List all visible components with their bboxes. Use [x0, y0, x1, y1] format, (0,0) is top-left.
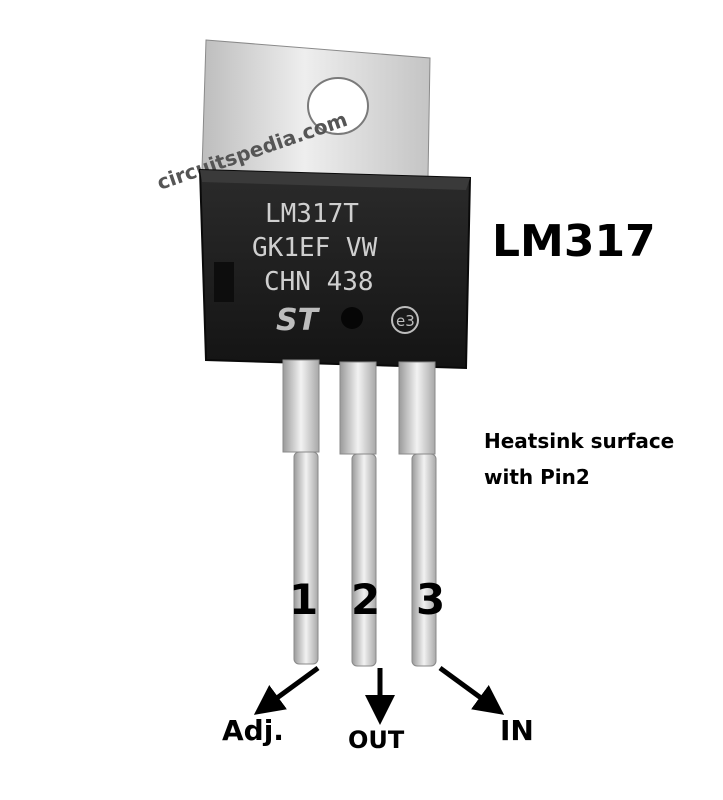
rohs-mark-text: e3 — [396, 312, 415, 330]
package-body: LM317T GK1EF VW CHN 438 ST e3 — [198, 168, 472, 370]
chip-title: LM317 — [492, 216, 656, 267]
heatsink-note-line1: Heatsink surface — [484, 429, 674, 453]
heatsink-note-line2: with Pin2 — [484, 465, 590, 489]
body-marking-line2: GK1EF VW — [252, 233, 378, 263]
pin-1-number: 1 — [289, 575, 318, 624]
body-marking-line1: LM317T — [265, 199, 359, 229]
heatsink-tab — [201, 39, 431, 179]
lead-pin-2 — [339, 361, 377, 667]
mounting-hole — [307, 77, 369, 135]
pin-2-number: 2 — [351, 575, 380, 624]
pin-3-label: IN — [500, 714, 534, 747]
pin-1-label: Adj. — [222, 714, 284, 747]
arrow-pin-1 — [253, 665, 320, 715]
body-marking-line3: CHN 438 — [264, 267, 374, 297]
rohs-mark-circle — [391, 306, 419, 334]
pin-3-number: 3 — [416, 575, 445, 624]
st-logo: ST — [276, 303, 321, 338]
ejector-pin-mark — [341, 307, 363, 329]
lead-pin-3 — [398, 361, 437, 667]
leads — [282, 359, 437, 667]
pin-2-label: OUT — [348, 726, 405, 754]
arrow-pin-3 — [438, 665, 505, 715]
lead-pin-1 — [282, 359, 320, 665]
